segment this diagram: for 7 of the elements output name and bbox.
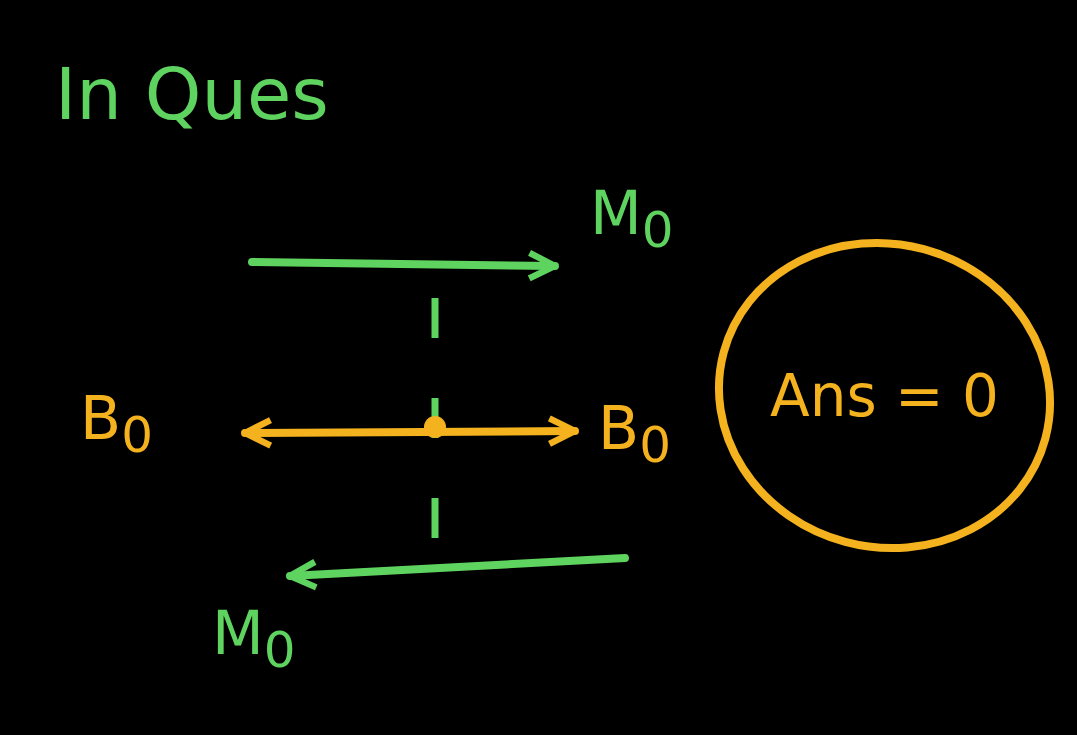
symbol-label: M$_{0}$ bbox=[590, 180, 674, 258]
title: In Ques bbox=[55, 55, 329, 135]
symbol-label: B$_{0}$ bbox=[80, 385, 153, 463]
answer-ellipse bbox=[712, 238, 1057, 553]
answer-text: Ans = 0 bbox=[770, 361, 999, 430]
symbol-label: B$_{0}$ bbox=[598, 395, 671, 473]
symbol-label: M$_{0}$ bbox=[212, 600, 296, 678]
